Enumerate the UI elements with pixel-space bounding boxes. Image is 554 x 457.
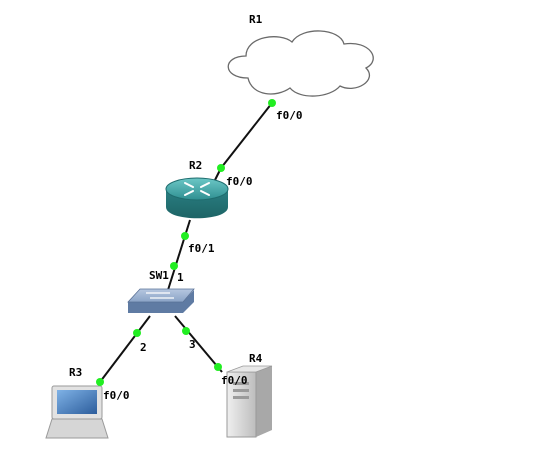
r3-f00-status-dot — [96, 378, 104, 386]
node-r2[interactable]: R2 — [165, 159, 229, 219]
r3-f00-label: f0/0 — [103, 389, 130, 402]
r4-f00-label: f0/0 — [221, 374, 248, 387]
router-icon — [165, 177, 229, 201]
link-r1-r2[interactable] — [220, 102, 273, 169]
r2-f00-label: f0/0 — [226, 175, 253, 188]
switch-arrows-icon — [146, 292, 174, 299]
cloud-icon — [227, 30, 374, 97]
r2-label: R2 — [189, 159, 202, 172]
port-labels: f0/0 f0/0 f0/1 1 2 3 f0/0 f0/0 — [103, 109, 303, 402]
sw1-p3-label: 3 — [189, 338, 196, 351]
laptop-base — [45, 418, 109, 439]
router-arrows-icon — [184, 182, 210, 196]
r3-label: R3 — [69, 366, 82, 379]
link-r2-sw1[interactable] — [167, 219, 191, 291]
link-sw1-r4[interactable] — [174, 315, 223, 373]
r1-label: R1 — [249, 13, 263, 26]
sw1-p2-status-dot — [133, 329, 141, 337]
switch-front — [128, 290, 194, 313]
node-r1[interactable]: R1 — [227, 13, 374, 97]
r4-f00-status-dot — [214, 363, 222, 371]
sw1-p3-status-dot — [182, 327, 190, 335]
links — [99, 102, 273, 383]
r2-f01-status-dot — [181, 232, 189, 240]
sw1-p1-status-dot — [170, 262, 178, 270]
laptop-screen-icon — [57, 390, 97, 414]
node-r3[interactable]: R3 — [45, 366, 109, 439]
server-top — [226, 365, 273, 373]
sw1-p2-label: 2 — [140, 341, 147, 354]
r4-label: R4 — [249, 352, 263, 365]
sw1-label: SW1 — [149, 269, 169, 282]
switch-icon — [127, 288, 195, 303]
port-dots — [96, 99, 276, 386]
r1-f00-status-dot — [268, 99, 276, 107]
server-bay — [233, 382, 249, 385]
node-sw1[interactable]: SW1 — [127, 269, 195, 313]
r1-f00-label: f0/0 — [276, 109, 303, 122]
node-r4[interactable]: R4 — [226, 352, 273, 438]
sw1-p1-label: 1 — [177, 271, 184, 284]
r2-f01-label: f0/1 — [188, 242, 215, 255]
server-side — [256, 366, 272, 437]
link-sw1-r3[interactable] — [99, 315, 151, 383]
r2-f00-status-dot — [217, 164, 225, 172]
server-bay — [233, 389, 249, 392]
server-bay — [233, 396, 249, 399]
